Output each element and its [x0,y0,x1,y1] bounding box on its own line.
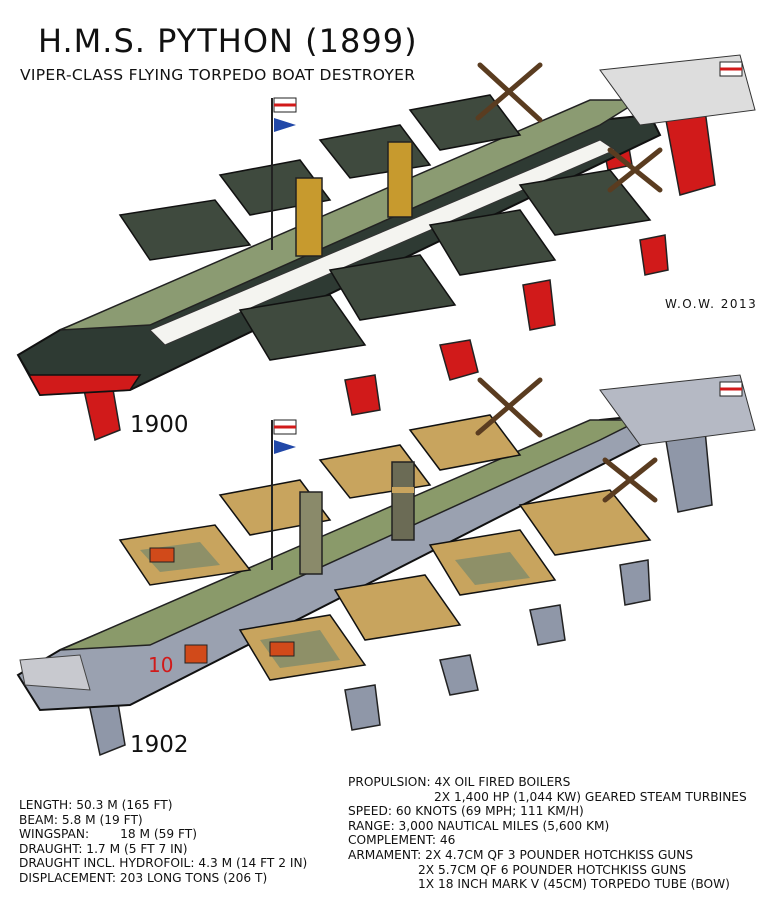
spec-speed: SPEED: 60 KNOTS (69 MPH; 111 KM/H) [348,804,584,819]
year-label-1902: 1902 [130,732,189,758]
ship-1900-illustration [16,54,756,442]
spec-length: LENGTH: 50.3 M (165 FT) [19,798,173,812]
ship-1902-illustration: 10 [16,374,756,757]
specs-performance: PROPULSION: 4X OIL FIRED BOILERS 2X 1,40… [348,775,747,892]
spec-armament: ARMAMENT: 2X 4.7CM QF 3 POUNDER HOTCHKIS… [348,847,694,862]
spec-complement: COMPLEMENT: 46 [348,833,456,848]
specs-dimensions: LENGTH: 50.3 M (165 FT) BEAM: 5.8 M (19 … [19,798,307,886]
page-subtitle: VIPER-CLASS FLYING TORPEDO BOAT DESTROYE… [20,66,416,84]
spec-draught-hydrofoil: DRAUGHT INCL. HYDROFOIL: 4.3 M (14 FT 2 … [19,856,308,871]
year-label-1900: 1900 [130,412,189,438]
spec-wingspan: WINGSPAN: 18 M (59 FT) [19,827,197,842]
spec-displacement: DISPLACEMENT: 203 LONG TONS (206 T) [19,870,268,885]
artist-credit: W.O.W. 2013 [665,297,758,311]
page-title: H.M.S. PYTHON (1899) [38,22,418,60]
spec-range: RANGE: 3,000 NAUTICAL MILES (5,600 KM) [348,818,610,833]
spec-propulsion: PROPULSION: 4X OIL FIRED BOILERS [348,775,571,789]
hull-number: 10 [148,653,173,677]
spec-armament-2: 2X 5.7CM QF 6 POUNDER HOTCHKISS GUNS [418,862,687,877]
spec-propulsion-turbines: 2X 1,400 HP (1,044 KW) GEARED STEAM TURB… [434,789,747,804]
spec-beam: BEAM: 5.8 M (19 FT) [19,812,143,827]
spec-draught: DRAUGHT: 1.7 M (5 FT 7 IN) [19,841,188,856]
spec-armament-3: 1X 18 INCH MARK V (45CM) TORPEDO TUBE (B… [418,877,730,892]
